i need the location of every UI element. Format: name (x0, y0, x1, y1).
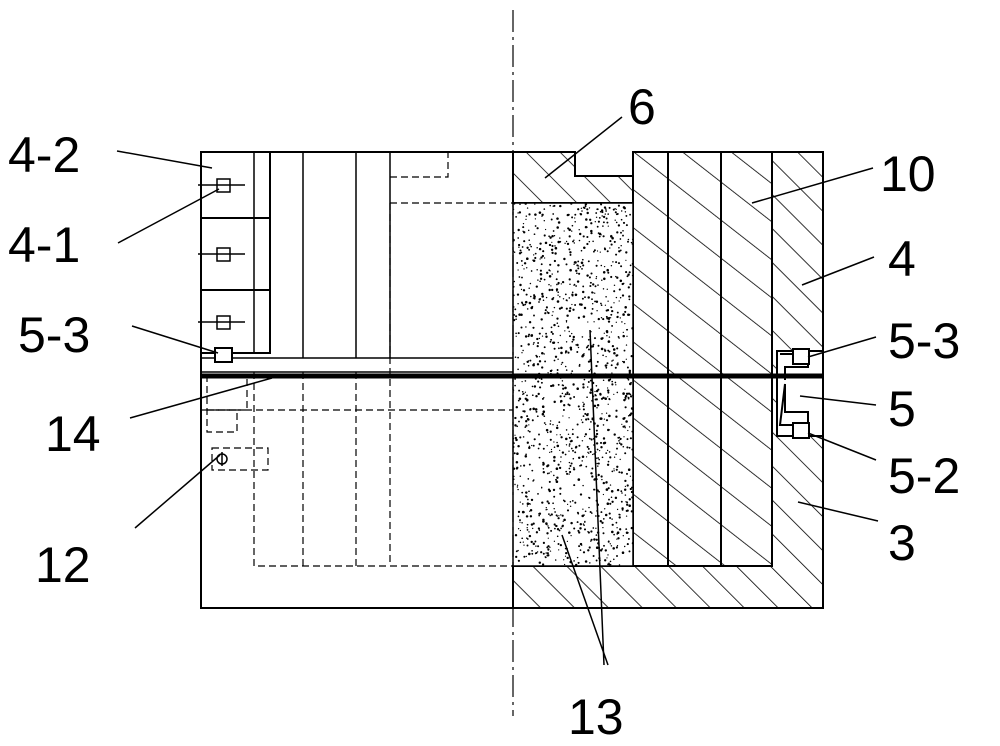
label-5-3-left: 5-3 (18, 307, 90, 363)
seal-5-2-right (792, 422, 810, 439)
label-4-1: 4-1 (8, 217, 80, 273)
label-13: 13 (568, 689, 624, 745)
label-4: 4 (888, 231, 916, 287)
hidden-box-upper (206, 374, 248, 411)
label-5-3-right: 5-3 (888, 313, 960, 369)
hidden-box-lower (206, 409, 238, 433)
label-10: 10 (880, 146, 936, 202)
label-14: 14 (45, 406, 101, 462)
plate-1 (632, 151, 669, 567)
granular-fill-dots (513, 203, 633, 566)
label-4-2: 4-2 (8, 127, 80, 183)
label-3: 3 (888, 515, 916, 571)
label-12: 12 (35, 537, 91, 593)
seal-5-3-right (792, 348, 810, 365)
left-body-outline (200, 151, 513, 609)
label-6: 6 (628, 79, 656, 135)
flange-plate (201, 357, 513, 373)
plate-3 (720, 151, 773, 567)
sensor-12-housing (211, 447, 269, 471)
top-cover-section (512, 151, 634, 204)
label-5: 5 (888, 381, 916, 437)
label-5-2: 5-2 (888, 448, 960, 504)
seal-5-3-left (214, 347, 233, 363)
plate-2 (667, 151, 722, 567)
